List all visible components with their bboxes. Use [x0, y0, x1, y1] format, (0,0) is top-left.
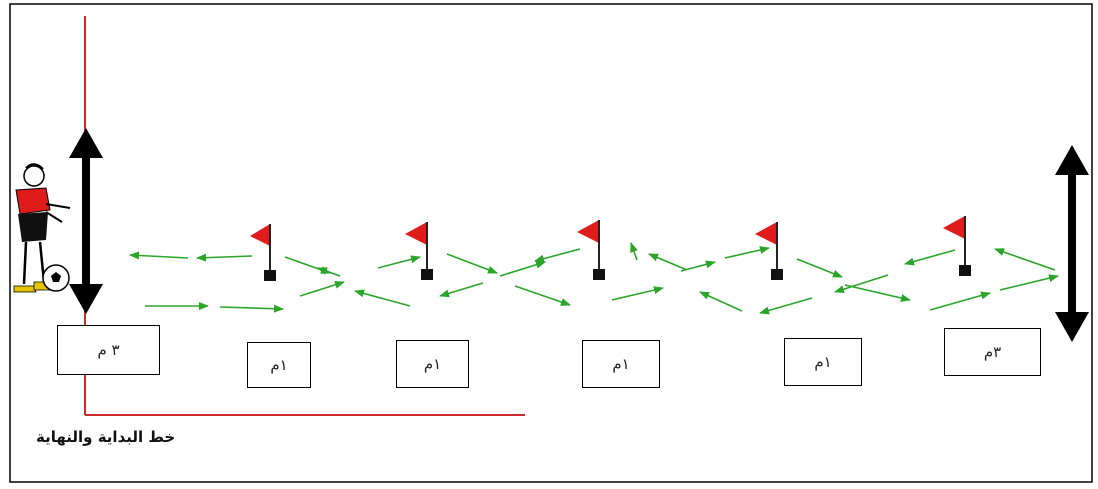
path-arrows [129, 242, 1059, 315]
distance-box: ١م [784, 338, 862, 386]
flag-icon [943, 216, 971, 276]
distance-box: ٣م [944, 328, 1041, 376]
flag-icon [755, 222, 783, 280]
double-arrow-icon [1055, 145, 1089, 342]
start-finish-label: خط البداية والنهاية [36, 428, 176, 446]
flag-icon [577, 220, 605, 280]
distance-box: ١م [247, 342, 311, 388]
distance-box: ١م [582, 340, 660, 388]
player-icon [13, 163, 71, 293]
distance-box: ١م [396, 340, 469, 388]
diagram-frame [9, 3, 1093, 483]
distance-box: ٣ م [57, 325, 160, 375]
double-arrow-icon [69, 128, 103, 314]
flag-icon [250, 224, 276, 281]
flag-icon [405, 222, 433, 280]
